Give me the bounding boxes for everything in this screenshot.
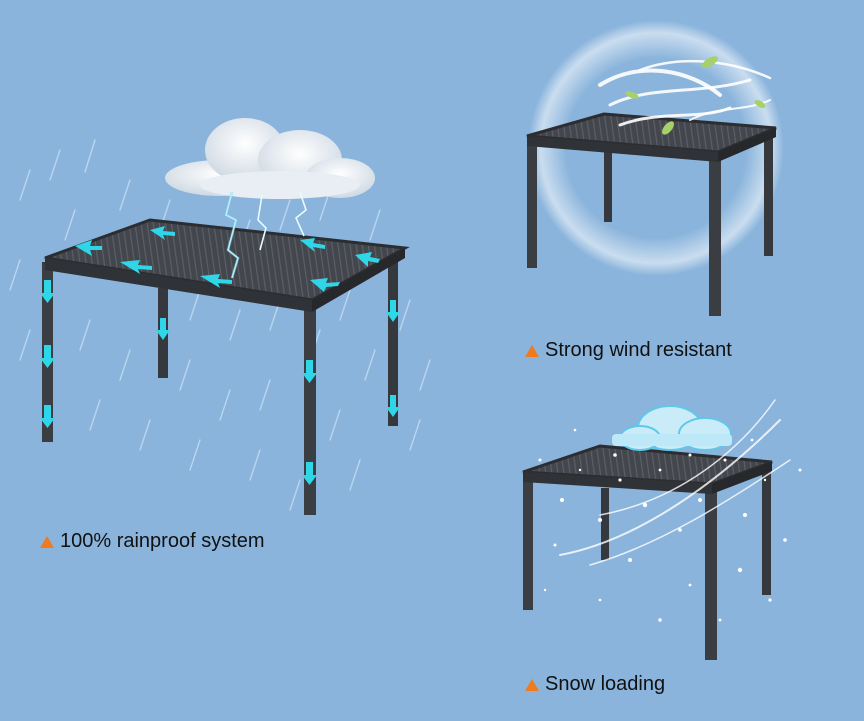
cloud-icon [165,118,375,199]
caption-wind: Strong wind resistant [525,339,732,362]
snow-pergola [522,444,773,660]
caption-wind-text: Strong wind resistant [545,339,732,361]
caption-snow-text: Snow loading [545,673,666,695]
snow-wind-streaks [559,399,791,566]
lightning-icon [225,191,307,279]
rain-pergola-post-back-right [388,256,398,426]
leaf-icon [625,56,766,135]
caption-rainproof: 100% rainproof system [40,530,265,553]
triangle-bullet-icon [525,678,539,691]
caption-snow: Snow loading [525,673,665,696]
triangle-bullet-icon [525,344,539,357]
triangle-bullet-icon [40,535,54,548]
rain-icon [9,139,431,511]
caption-rainproof-text: 100% rainproof system [60,530,265,552]
drain-arrows [40,226,400,485]
snow-cloud-icon [612,405,732,451]
rain-pergola-post-front-right [304,300,316,515]
snowflakes-icon [538,428,802,622]
rain-pergola [42,218,410,515]
wind-pergola [526,112,777,316]
